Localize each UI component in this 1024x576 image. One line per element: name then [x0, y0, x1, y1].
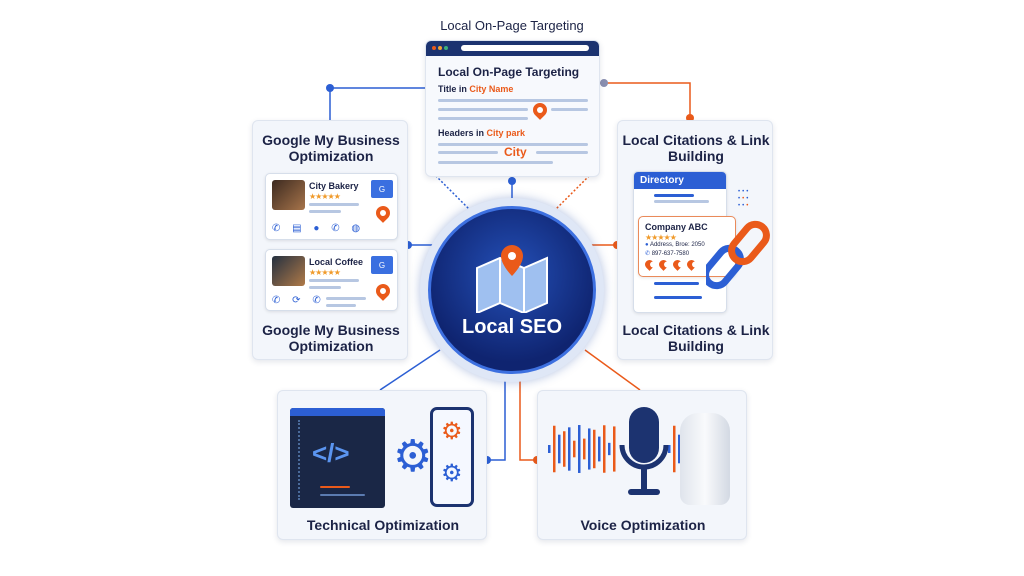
voice-panel: Voice Optimization [537, 390, 747, 540]
technical-title: Technical Optimization [306, 517, 460, 533]
wave-bar [563, 431, 566, 467]
wave-bar [588, 428, 591, 470]
gmb-title: Google My Business Optimization [262, 132, 400, 164]
gmb-footer: Google My Business Optimization [262, 322, 400, 354]
rating-stars: ★★★★★ [309, 192, 341, 201]
company-phone: ✆ 897-637-7580 [645, 251, 690, 257]
wave-bar [593, 429, 596, 469]
google-business-icon: G [371, 180, 393, 198]
wave-bar [548, 445, 551, 453]
wave-bar [573, 440, 576, 458]
phone-icon: ✆ [645, 251, 651, 257]
gear-icon: ⚙ [393, 432, 433, 481]
wave-bar [598, 436, 601, 462]
decorative-dots-icon: ••••••••• [738, 189, 751, 209]
citations-panel: Local Citations & Link Building Director… [617, 120, 773, 360]
smart-speaker-icon [680, 413, 730, 505]
directory-header: Directory [634, 172, 726, 189]
listing-name: Local Coffee [309, 257, 364, 267]
citations-footer: Local Citations & Link Building [622, 322, 770, 354]
coffee-photo [272, 256, 305, 286]
microphone-icon [619, 407, 669, 495]
code-icon: </> [312, 438, 350, 468]
company-address: ● Address, Broe: 2050 [645, 242, 705, 248]
listing-name: City Bakery [309, 181, 359, 191]
rating-stars: ★★★★★ [645, 233, 677, 242]
wave-bar [568, 427, 571, 471]
gear-icon: ⚙ [441, 418, 463, 445]
location-pin-icon [657, 258, 670, 271]
location-pin-icon [685, 258, 698, 271]
action-icons[interactable]: ✆ ⟳ ✆ [272, 295, 321, 306]
wave-bar [608, 442, 611, 456]
map-pin-icon: ● [645, 242, 649, 248]
bakery-photo [272, 180, 305, 210]
local-seo-hub: Local SEO [420, 198, 604, 382]
browser-bar [426, 41, 599, 56]
wave-bar [613, 426, 616, 472]
wave-bar [558, 434, 561, 464]
google-business-icon: G [371, 256, 393, 274]
card-title: Local On-Page Targeting [438, 65, 580, 79]
wave-bar [578, 425, 581, 473]
phone-icon [430, 407, 474, 507]
gmb-panel: Google My Business Optimization City Bak… [252, 120, 408, 360]
on-page-targeting-card: Local On-Page Targeting Title in City Na… [425, 40, 600, 177]
wave-bar [678, 434, 681, 464]
title-city: City Name [469, 84, 514, 94]
headers-label: Headers in [438, 128, 487, 138]
headers-city: City park [486, 128, 526, 138]
map-icon [476, 245, 548, 313]
location-pin-icon [643, 258, 656, 271]
sound-wave-icon [548, 425, 616, 473]
technical-panel: </> ⚙ ⚙ ⚙ Technical Optimization [277, 390, 487, 540]
wave-bar [583, 438, 586, 460]
location-pin-icon [530, 100, 550, 120]
city-keyword: City [504, 145, 527, 159]
wave-bar [673, 425, 676, 473]
gear-icon: ⚙ [441, 460, 463, 487]
address-bar [461, 45, 589, 51]
top-heading: Local On-Page Targeting [440, 18, 584, 33]
title-label: Title in [438, 84, 470, 94]
citations-title: Local Citations & Link Building [622, 132, 770, 164]
listing-card[interactable]: City Bakery ★★★★★ G ✆ ▤ ● ✆ ◍ [265, 173, 398, 240]
hub-label: Local SEO [461, 316, 563, 338]
location-pin-icon [671, 258, 684, 271]
chain-link-icon [706, 220, 770, 290]
company-listing[interactable]: Company ABC ★★★★★ ● Address, Broe: 2050 … [638, 216, 736, 277]
voice-title: Voice Optimization [580, 517, 706, 533]
wave-bar [553, 425, 556, 473]
location-pin-icon [373, 203, 393, 223]
code-editor: </> [290, 408, 385, 508]
action-icons[interactable]: ✆ ▤ ● ✆ ◍ [272, 223, 361, 234]
sound-wave-icon [668, 425, 681, 473]
listing-card[interactable]: Local Coffee ★★★★★ G ✆ ⟳ ✆ [265, 249, 398, 311]
rating-stars: ★★★★★ [309, 268, 341, 277]
wave-bar [603, 425, 606, 473]
wave-bar [668, 445, 671, 453]
location-pin-icon [373, 281, 393, 301]
company-name: Company ABC [645, 222, 708, 232]
